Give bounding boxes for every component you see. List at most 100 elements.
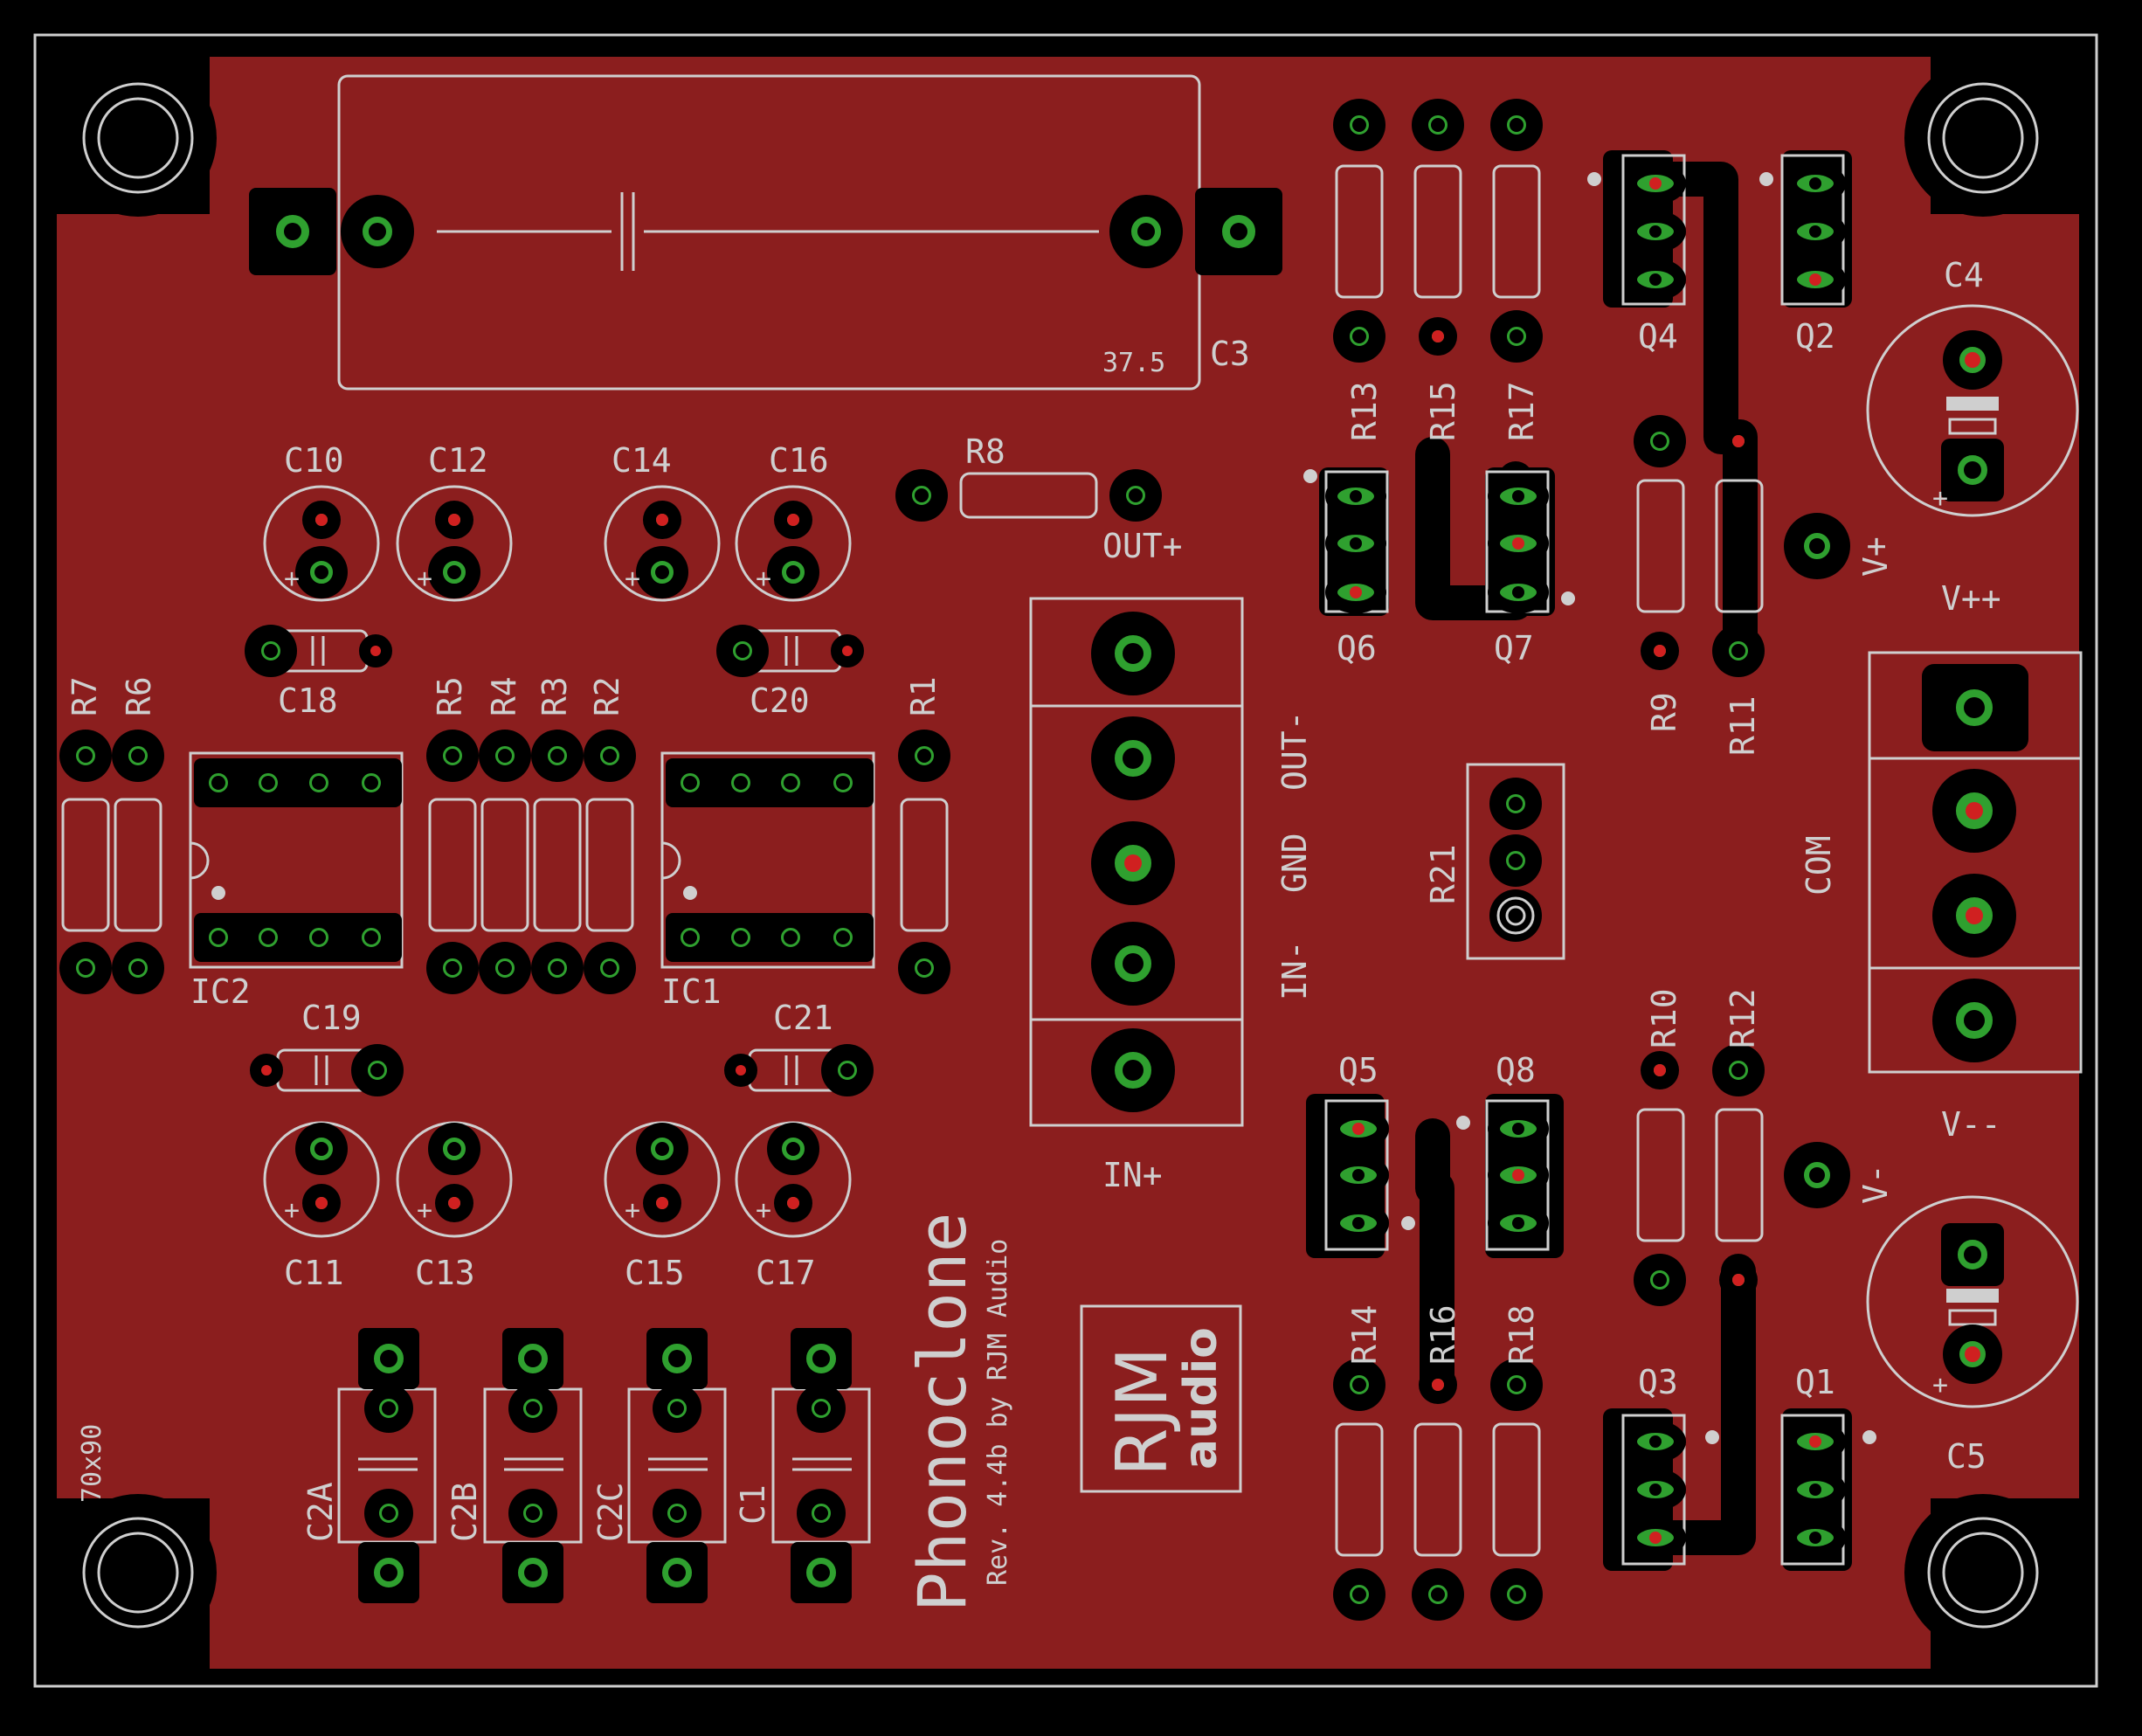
q8-label: Q8 [1496,1051,1536,1089]
q5-label: Q5 [1338,1051,1378,1089]
resistor-r8: R8 OUT+ [895,432,1183,565]
c5-label: C5 [1946,1437,1987,1476]
c16-label: C16 [769,441,829,480]
c3-label: C3 [1210,335,1250,373]
r14-label: R14 [1345,1304,1384,1365]
resistor-r17: R17 [1490,99,1543,441]
c17-plus: + [756,1195,771,1226]
resistor-r14: R14 [1333,1304,1385,1621]
c5-plus: + [1932,1370,1948,1401]
c15-label: C15 [625,1254,685,1292]
q7-label: Q7 [1494,629,1534,667]
test-point-vminus: V- [1784,1142,1895,1208]
capacitor-c13: C13 + [396,1121,513,1292]
capacitor-c11: C11 + [263,1121,380,1292]
c4-plus: + [1932,483,1948,514]
q6-label: Q6 [1337,629,1377,667]
c12-plus: + [417,564,432,594]
mounting-hole-tr [1904,59,2062,217]
mounting-hole-bl [59,1494,217,1651]
c10-label: C10 [284,441,344,480]
resistor-r15: R15 [1412,99,1464,441]
c18-label: C18 [278,681,338,720]
capacitor-c5: + C5 [1866,1195,2079,1476]
c17-label: C17 [756,1254,816,1292]
r7-label: R7 [66,676,104,716]
ic2-label: IC2 [190,972,251,1011]
transistor-q6: Q6 [1303,467,1389,667]
resistor-r18: R18 [1490,1304,1543,1621]
capacitor-c21: C21 [724,999,874,1096]
resistor-r10: R10 [1634,988,1686,1306]
c12-label: C12 [428,441,488,480]
mounting-hole-tl [59,59,217,217]
logo-line2: audio [1175,1327,1227,1470]
capacitor-c20: C20 [716,625,864,720]
r12-label: R12 [1724,988,1762,1048]
rjm-audio-logo: RJM audio [1080,1304,1242,1493]
r3-label: R3 [536,676,574,716]
transistor-q3: Q3 [1603,1363,1719,1571]
capacitor-c1: C1 [734,1328,871,1603]
resistor-r12: R12 [1712,988,1765,1299]
q4-label: Q4 [1638,317,1678,356]
c15-plus: + [625,1195,640,1226]
resistor-r1: R1 [898,676,950,994]
r1-label: R1 [904,676,943,716]
c14-label: C14 [612,441,672,480]
resistor-r7: R7 [59,676,112,994]
transistor-q1: Q1 [1780,1363,1876,1571]
transistor-q8: Q8 [1456,1051,1564,1258]
resistor-r11: R11 [1712,422,1765,756]
v-minus-label: V- [1856,1164,1895,1204]
r4-label: R4 [485,676,523,716]
board-title: Phonoclone [903,1212,981,1612]
c2a-label: C2A [301,1482,340,1542]
c4-label: C4 [1944,256,1984,294]
v-plus-label: V+ [1856,536,1895,577]
c2c-label: C2C [591,1482,630,1542]
capacitor-c17: C17 + [735,1121,852,1292]
transistor-q7: Q7 [1485,467,1575,667]
c16-plus: + [756,564,771,594]
c13-plus: + [417,1195,432,1226]
terminal-block-io: OUT- GND IN- IN+ [1029,597,1314,1194]
c19-label: C19 [301,999,362,1037]
resistor-r2: R2 [584,676,636,994]
c11-plus: + [284,1195,300,1226]
transistor-q4: Q4 [1587,150,1686,356]
transistor-q2: Q2 [1759,150,1852,356]
r11-label: R11 [1724,695,1762,756]
resistor-r5: R5 [426,676,479,994]
r16-label: R16 [1424,1304,1462,1365]
transistor-q5: Q5 [1306,1051,1415,1258]
c2b-label: C2B [446,1482,484,1542]
board-revision: Rev. 4.4b by RJM Audio [983,1239,1013,1586]
trimmer-r21: R21 [1424,763,1565,960]
capacitor-c18: C18 [245,625,392,720]
c14-plus: + [625,564,640,594]
r9-label: R9 [1645,692,1683,732]
c11-label: C11 [284,1254,344,1292]
capacitor-c19: C19 [250,999,404,1096]
resistor-r16: R16 [1412,1304,1464,1621]
resistor-r6: R6 [112,676,164,994]
board-outline [33,33,2098,1688]
resistor-r4: R4 [479,676,531,994]
logo-line1: RJM [1102,1347,1183,1477]
c3-value: 37.5 [1102,348,1165,378]
out-plus-label: OUT+ [1102,527,1183,565]
capacitor-c3: 37.5 C3 [249,74,1282,391]
v-plusplus-label: V++ [1941,579,2001,618]
ic1-label: IC1 [661,972,722,1011]
r15-label: R15 [1424,381,1462,441]
test-point-vplus: V+ [1784,513,1895,579]
c21-label: C21 [773,999,833,1037]
com-label: COM [1800,835,1838,896]
gnd-label: GND [1275,833,1314,893]
q3-label: Q3 [1638,1363,1678,1401]
r10-label: R10 [1645,988,1683,1048]
board-size-label: 70x90 [77,1424,107,1503]
r21-label: R21 [1424,844,1462,904]
